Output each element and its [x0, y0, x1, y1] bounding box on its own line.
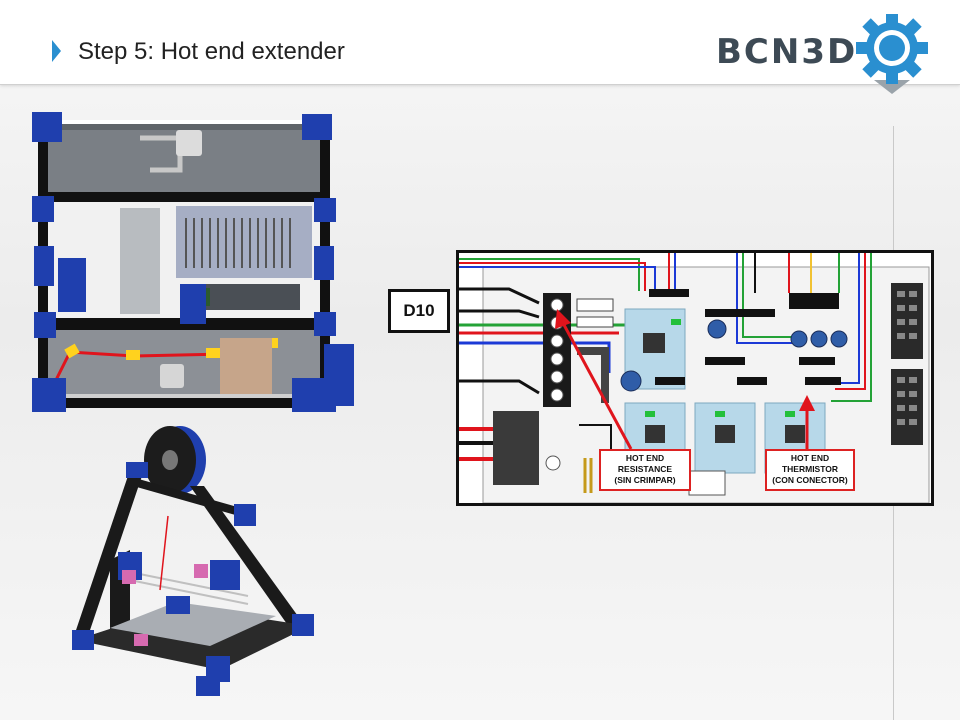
slide-title: Step 5: Hot end extender: [78, 38, 345, 65]
callout-line: HOT END: [790, 453, 830, 463]
hot-end-thermistor-callout: HOT END THERMISTOR (CON CONECTOR): [765, 449, 855, 491]
printer-isometric-image: [72, 426, 314, 696]
d10-label: D10: [388, 289, 450, 333]
electronics-board-diagram: HOT END RESISTANCE (SIN CRIMPAR) HOT END…: [456, 250, 934, 506]
hot-end-resistance-callout: HOT END RESISTANCE (SIN CRIMPAR): [599, 449, 691, 491]
callout-line: (SIN CRIMPAR): [614, 475, 676, 485]
slide-header: Step 5: Hot end extender BCN3D: [0, 0, 960, 94]
board-wiring-image: [459, 253, 931, 503]
bullet-arrow-icon: [52, 40, 61, 62]
callout-line: THERMISTOR: [781, 464, 839, 474]
callout-line: (CON CONECTOR): [772, 475, 848, 485]
callout-line: HOT END: [625, 453, 665, 463]
callout-line: RESISTANCE: [617, 464, 673, 474]
printer-top-view-image: [32, 112, 354, 412]
gear-logo-icon: [856, 14, 928, 94]
bcn3d-logo-text: BCN3D: [716, 32, 858, 72]
